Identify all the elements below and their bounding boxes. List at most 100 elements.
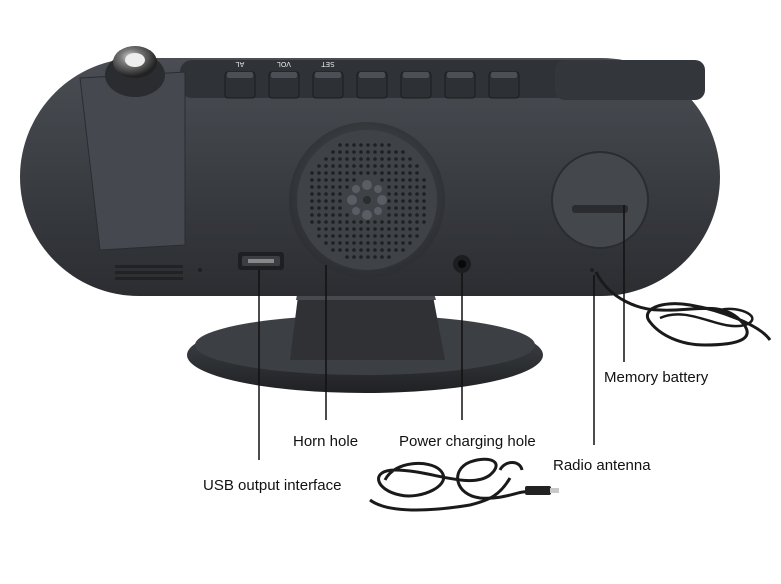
grille-hole	[331, 241, 335, 245]
grille-hole	[387, 192, 391, 196]
grille-hole	[380, 164, 384, 168]
speaker-grille-icon	[289, 122, 445, 278]
top-button-highlight	[403, 72, 429, 78]
grille-hole	[331, 227, 335, 231]
grille-hole	[394, 206, 398, 210]
grille-hole	[324, 164, 328, 168]
grille-hole	[401, 220, 405, 224]
grille-hole	[422, 213, 426, 217]
grille-hole	[373, 227, 377, 231]
grille-hole	[310, 199, 314, 203]
grille-hole	[345, 213, 349, 217]
grille-hole	[310, 213, 314, 217]
grille-hole	[338, 234, 342, 238]
side-vent	[115, 265, 202, 280]
grille-hole	[310, 206, 314, 210]
grille-hole	[422, 185, 426, 189]
grille-hole	[408, 241, 412, 245]
grille-hole	[387, 150, 391, 154]
grille-hole	[338, 143, 342, 147]
grille-hole	[401, 164, 405, 168]
usb-cable-icon	[369, 457, 529, 512]
grille-hole	[366, 255, 370, 259]
grille-hole	[324, 234, 328, 238]
grille-hole	[401, 199, 405, 203]
grille-hole	[331, 199, 335, 203]
grille-hole	[366, 220, 370, 224]
grille-hole	[324, 241, 328, 245]
grille-hole	[422, 220, 426, 224]
grille-hole	[380, 241, 384, 245]
grille-hole	[415, 206, 419, 210]
grille-hole	[401, 185, 405, 189]
grille-hole	[345, 255, 349, 259]
flower-pattern	[347, 180, 387, 220]
grille-hole	[331, 157, 335, 161]
grille-hole	[387, 178, 391, 182]
grille-hole	[338, 206, 342, 210]
grille-hole	[338, 227, 342, 231]
grille-hole	[408, 213, 412, 217]
grille-hole	[345, 171, 349, 175]
grille-hole	[331, 213, 335, 217]
grille-hole	[324, 227, 328, 231]
grille-hole	[317, 192, 321, 196]
callout-power-charging-hole: Power charging hole	[399, 433, 536, 450]
grille-hole	[324, 185, 328, 189]
grille-hole	[394, 185, 398, 189]
grille-hole	[387, 171, 391, 175]
grille-hole	[387, 185, 391, 189]
grille-hole	[387, 227, 391, 231]
grille-hole	[345, 227, 349, 231]
grille-hole	[408, 178, 412, 182]
grille-hole	[422, 178, 426, 182]
grille-hole	[415, 192, 419, 196]
grille-hole	[366, 157, 370, 161]
grille-hole	[352, 255, 356, 259]
grille-hole	[366, 248, 370, 252]
grille-hole	[352, 241, 356, 245]
grille-hole	[345, 248, 349, 252]
grille-hole	[387, 199, 391, 203]
grille-hole	[317, 164, 321, 168]
top-button-highlight	[315, 72, 341, 78]
grille-hole	[338, 164, 342, 168]
grille-hole	[366, 164, 370, 168]
grille-hole	[415, 164, 419, 168]
grille-hole	[380, 234, 384, 238]
grille-hole	[408, 199, 412, 203]
grille-hole	[408, 227, 412, 231]
grille-hole	[338, 220, 342, 224]
grille-hole	[317, 185, 321, 189]
grille-hole	[317, 178, 321, 182]
grille-hole	[380, 255, 384, 259]
grille-hole	[401, 150, 405, 154]
callout-usb-output-interface: USB output interface	[203, 477, 342, 494]
grille-hole	[415, 185, 419, 189]
grille-hole	[345, 150, 349, 154]
grille-hole	[338, 157, 342, 161]
grille-hole	[394, 157, 398, 161]
grille-hole	[331, 150, 335, 154]
grille-hole	[324, 171, 328, 175]
grille-hole	[331, 178, 335, 182]
grille-hole	[394, 164, 398, 168]
grille-hole	[338, 199, 342, 203]
grille-hole	[352, 178, 356, 182]
grille-hole	[331, 206, 335, 210]
usb-plug	[525, 486, 559, 495]
usb-port	[238, 252, 284, 270]
callout-memory-battery: Memory battery	[604, 369, 709, 386]
grille-hole	[373, 164, 377, 168]
grille-hole	[310, 171, 314, 175]
grille-hole	[408, 206, 412, 210]
grille-hole	[380, 220, 384, 224]
grille-hole	[345, 157, 349, 161]
grille-hole	[331, 248, 335, 252]
grille-hole	[310, 178, 314, 182]
grille-hole	[331, 164, 335, 168]
grille-hole	[394, 213, 398, 217]
grille-hole	[380, 248, 384, 252]
grille-hole	[373, 143, 377, 147]
grille-hole	[345, 164, 349, 168]
